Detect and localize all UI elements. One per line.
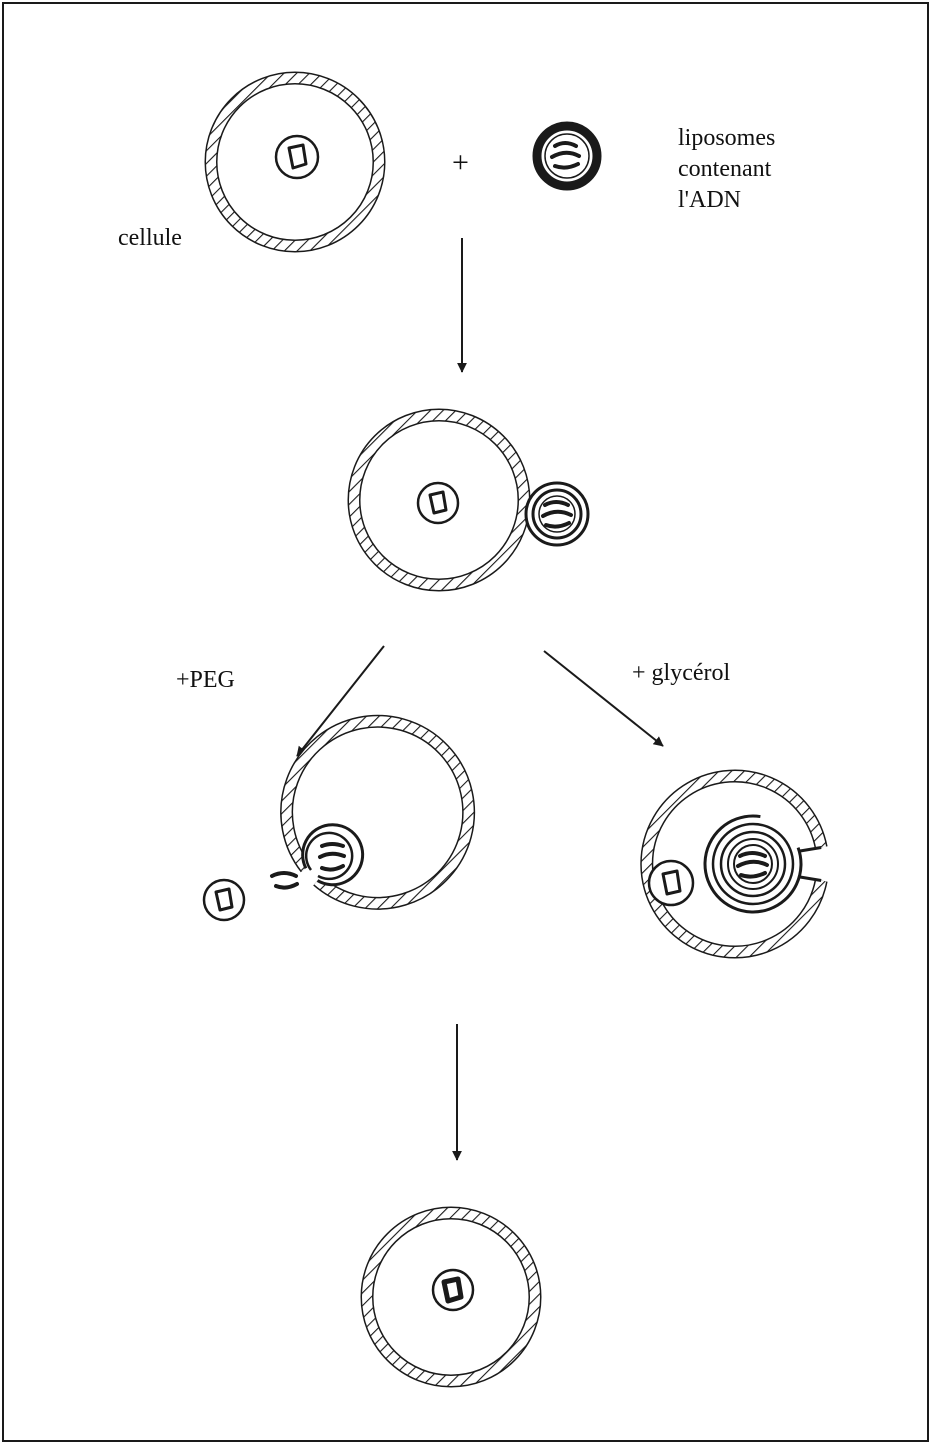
liposome-label-line1: liposomes [678, 125, 775, 151]
dna-in-nucleus-icon [444, 1279, 461, 1301]
plus-sign: + [452, 146, 469, 179]
liposome-label-line3: l'ADN [678, 187, 741, 213]
released-dna-icon [272, 873, 296, 876]
cell-label: cellule [118, 225, 182, 251]
cell-nucleus [276, 136, 318, 178]
transfected-cell [367, 1213, 535, 1381]
glycerol-endocytosis-cell [647, 776, 821, 952]
figure-border [3, 3, 928, 1441]
cell-with-adhered-liposome [354, 415, 588, 585]
peg-fusion-cell [204, 721, 469, 920]
liposome-label-line2: contenant [678, 156, 772, 182]
adhered-liposome [526, 483, 588, 545]
liposome [537, 126, 597, 186]
initial-cell [211, 78, 379, 246]
peg-label: +PEG [176, 667, 235, 693]
glycerol-label: + glycérol [632, 660, 731, 686]
arrow-peg [297, 646, 384, 756]
